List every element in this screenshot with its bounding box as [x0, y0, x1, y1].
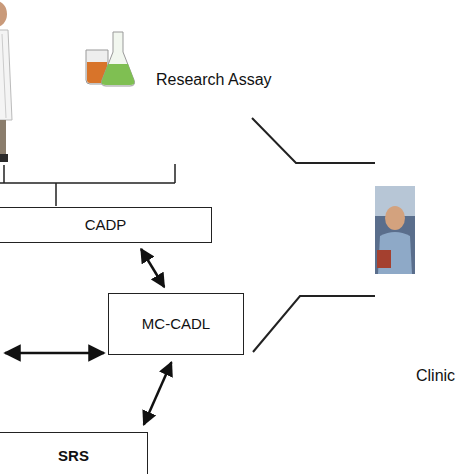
- box-label: CADP: [85, 216, 127, 234]
- box-label: MC-CADL: [142, 315, 210, 333]
- text-label: Clinic: [416, 366, 455, 386]
- process-box: MC-CADL: [108, 293, 244, 355]
- scientist-figure: [0, 1, 12, 162]
- double-arrow: [5, 352, 104, 355]
- lab-glassware: [86, 32, 135, 86]
- double-arrow: [144, 362, 172, 424]
- box-label: SRS: [58, 447, 89, 465]
- clinic-photo: [375, 186, 415, 274]
- double-arrow: [141, 249, 164, 287]
- bracket-line: [0, 164, 175, 206]
- leader-line: [252, 118, 375, 352]
- process-box: SRS: [0, 432, 148, 474]
- process-box: CADP: [0, 207, 212, 243]
- text-label: Research Assay: [156, 70, 272, 90]
